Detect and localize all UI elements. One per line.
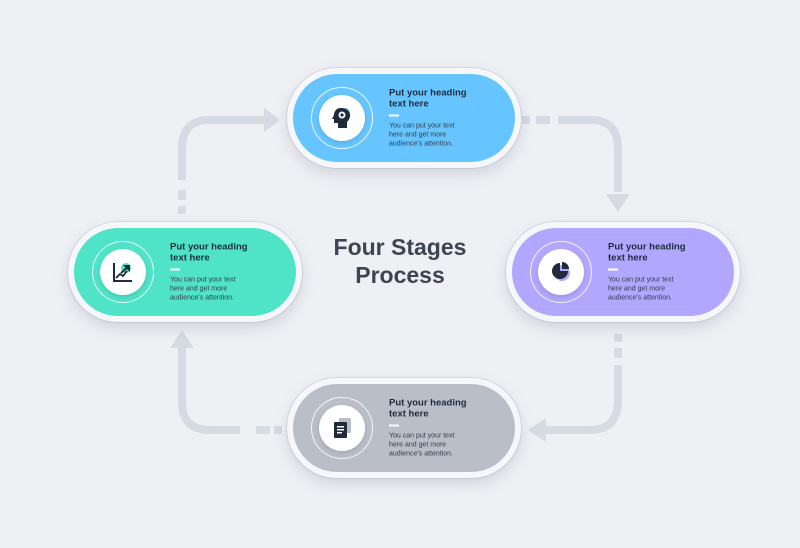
stage-2-heading: Put your heading text here xyxy=(608,241,686,264)
stage-3-heading: Put your heading text here xyxy=(389,397,467,420)
stage-1-text: Put your heading text here You can put y… xyxy=(389,88,499,149)
stage-1-heading: Put your heading text here xyxy=(389,87,467,110)
dash-mark xyxy=(178,206,186,214)
stage-3-icon-ring xyxy=(311,397,373,459)
connector-bottom-left xyxy=(178,348,240,434)
stage-2-pill: Put your heading text here You can put y… xyxy=(512,228,734,316)
growth-chart-icon xyxy=(100,249,146,295)
dash-mark xyxy=(614,334,622,342)
head-idea-icon xyxy=(319,95,365,141)
arrowhead xyxy=(528,418,546,442)
arrowhead xyxy=(170,330,194,348)
stage-3-pill: Put your heading text here You can put y… xyxy=(293,384,515,472)
stage-4-body: You can put your text here and get more … xyxy=(170,276,236,302)
dash-mark xyxy=(522,116,530,124)
stage-4-icon-ring xyxy=(92,241,154,303)
stage-1-icon-ring xyxy=(311,87,373,149)
stage-4-pill: Put your heading text here You can put y… xyxy=(74,228,296,316)
arrowhead xyxy=(264,108,280,132)
stage-3-body: You can put your text here and get more … xyxy=(389,432,455,458)
stage-4-divider xyxy=(170,268,180,271)
stage-3-divider xyxy=(389,424,399,427)
arrowhead xyxy=(606,194,630,212)
dash-mark xyxy=(178,190,186,200)
pie-chart-icon xyxy=(538,249,584,295)
stage-3-card: Put your heading text here You can put y… xyxy=(287,378,521,478)
connector-top-right xyxy=(558,116,622,192)
stage-1-divider xyxy=(389,114,399,117)
stage-1-pill: Put your heading text here You can put y… xyxy=(293,74,515,162)
connector-right-bottom xyxy=(546,365,622,434)
connector-left-top xyxy=(178,116,264,180)
dash-mark xyxy=(274,426,282,434)
stage-2-card: Put your heading text here You can put y… xyxy=(506,222,740,322)
stage-1-card: Put your heading text here You can put y… xyxy=(287,68,521,168)
stage-2-divider xyxy=(608,268,618,271)
stage-2-text: Put your heading text here You can put y… xyxy=(608,242,718,303)
stage-2-icon-ring xyxy=(530,241,592,303)
stage-2-body: You can put your text here and get more … xyxy=(608,276,674,302)
stage-3-text: Put your heading text here You can put y… xyxy=(389,398,499,459)
stage-1-body: You can put your text here and get more … xyxy=(389,122,455,148)
documents-icon xyxy=(319,405,365,451)
stage-4-card: Put your heading text here You can put y… xyxy=(68,222,302,322)
diagram-title: Four Stages Process xyxy=(333,234,467,288)
dash-mark xyxy=(536,116,550,124)
stage-4-heading: Put your heading text here xyxy=(170,241,248,264)
dash-mark xyxy=(256,426,270,434)
dash-mark xyxy=(614,348,622,358)
stage-4-text: Put your heading text here You can put y… xyxy=(170,242,280,303)
